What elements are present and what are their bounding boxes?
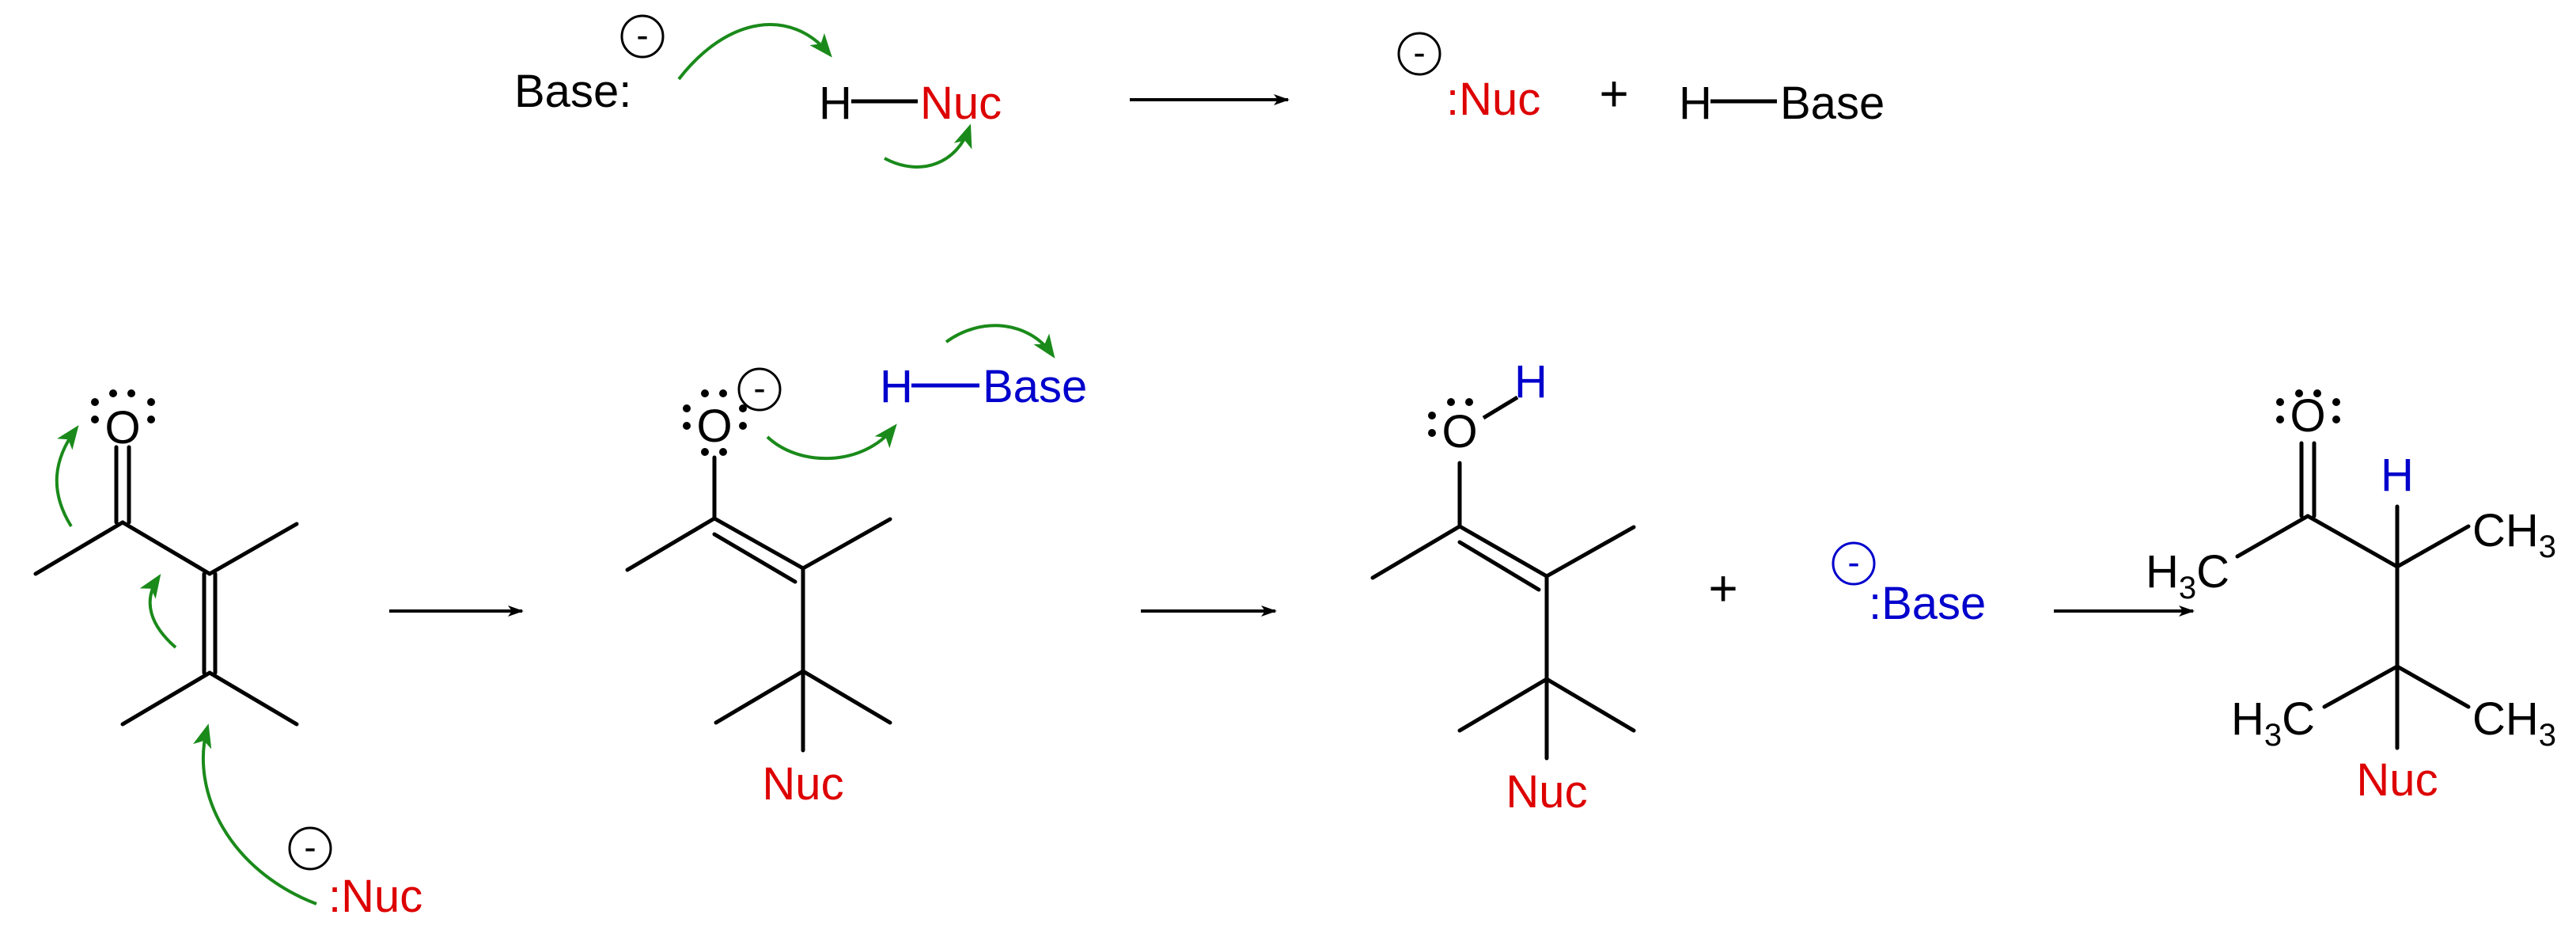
step4-methyl-lower-left: H3C	[2231, 693, 2315, 753]
step1-nuc-label: :Nuc	[328, 871, 422, 922]
step4-nuc-label: Nuc	[2356, 754, 2438, 806]
step2-oxygen-charge: -	[753, 367, 765, 408]
step2-lone-pairs	[683, 389, 747, 456]
step3-oh-bond	[1482, 395, 1519, 420]
curved-arrow-base-to-h	[677, 23, 832, 81]
step2-skeleton	[625, 455, 892, 753]
step4-lone-pairs	[2276, 389, 2340, 423]
step3-base-charge: -	[1847, 541, 1859, 583]
step4-ketone-product: O H H3C CH3 H3C CH3 Nuc	[2146, 389, 2556, 806]
step4-methyl-left: H3C	[2146, 546, 2229, 605]
step3-lone-pairs	[1428, 398, 1473, 437]
step2-enolate: O - Nuc H Base	[625, 324, 1087, 810]
step3-nuc-label: Nuc	[1506, 766, 1587, 818]
step1-nuc-charge-circle	[288, 826, 332, 871]
step4-methyl-lower-right: CH3	[2472, 693, 2556, 753]
curved-arrow-oxygen-to-h	[766, 423, 897, 461]
step3-enol: O H Nuc + - :Base	[1370, 356, 1986, 818]
curved-arrow-bond-to-base	[945, 324, 1055, 359]
step1-lone-pairs	[91, 389, 155, 423]
step1-skeleton	[33, 445, 299, 727]
nuc-label: Nuc	[920, 78, 1002, 129]
step3-base-label: :Base	[1869, 578, 1986, 629]
step2-nuc-label: Nuc	[762, 758, 843, 810]
base-charge: -	[636, 14, 648, 55]
step3-base-charge-circle	[1832, 541, 1876, 586]
product-nuc-charge: -	[1413, 32, 1425, 73]
product-nuc-label: :Nuc	[1446, 74, 1540, 125]
step4-h-label: H	[2381, 450, 2414, 501]
step2-base-label: Base	[983, 361, 1087, 412]
product-base-label: Base	[1780, 78, 1885, 129]
step3-oxygen: O	[1441, 406, 1477, 457]
step1-oxygen: O	[104, 402, 140, 454]
step4-oxygen: O	[2290, 390, 2325, 442]
product-h-label: H	[1679, 78, 1712, 129]
step4-methyl-right: CH3	[2472, 505, 2556, 564]
base-charge-circle	[620, 14, 665, 59]
plus-sign-bottom: +	[1708, 560, 1737, 617]
step2-oxygen: O	[696, 400, 732, 452]
curved-arrow-pi-to-oxygen	[55, 425, 79, 528]
h-label: H	[819, 78, 852, 129]
nuc-charge-circle	[1397, 32, 1441, 76]
step3-skeleton	[1370, 461, 1636, 761]
step2-h-label: H	[880, 361, 913, 412]
step1-nuc-charge: -	[304, 826, 316, 867]
curved-arrow-bond-to-nuc	[884, 123, 972, 169]
base-label: Base:	[514, 66, 631, 117]
step1-enone: O - :Nuc	[33, 389, 422, 922]
curved-arrow-alkene-shift	[139, 574, 177, 649]
step2-oxygen-charge-circle	[737, 367, 782, 412]
curved-arrow-nuc-attack	[193, 723, 317, 905]
step4-skeleton	[2235, 441, 2471, 750]
step3-h-label: H	[1514, 356, 1547, 408]
plus-sign-top: +	[1599, 65, 1628, 122]
top-equation: Base: - H Nuc - :Nuc + H Base	[514, 14, 1885, 169]
